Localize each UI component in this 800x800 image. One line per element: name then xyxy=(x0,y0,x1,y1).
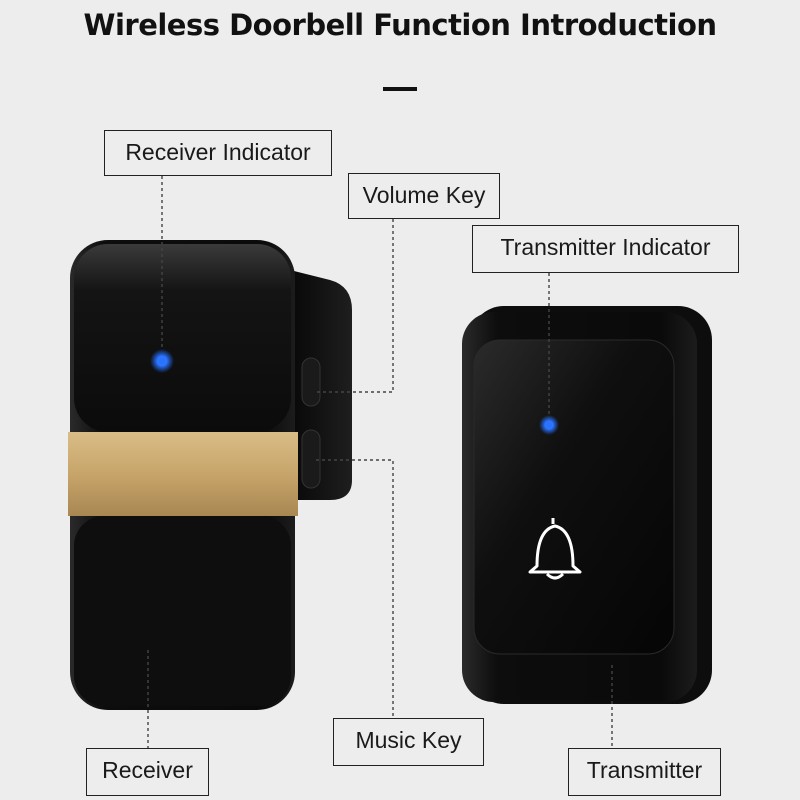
transmitter-indicator-label: Transmitter Indicator xyxy=(472,225,739,273)
page-title: Wireless Doorbell Function Introduction xyxy=(83,8,717,42)
receiver-label: Receiver xyxy=(86,748,209,796)
music-key-label: Music Key xyxy=(333,718,484,766)
volume-key-label: Volume Key xyxy=(348,173,500,219)
transmitter-device xyxy=(462,306,712,704)
receiver-indicator-label: Receiver Indicator xyxy=(104,130,332,176)
callout-lines xyxy=(147,176,613,748)
music-key-button xyxy=(301,429,321,489)
title-underline xyxy=(383,87,417,91)
volume-key-button xyxy=(301,357,321,407)
bell-icon xyxy=(528,518,582,580)
transmitter-label: Transmitter xyxy=(568,748,721,796)
receiver-device xyxy=(68,240,352,710)
